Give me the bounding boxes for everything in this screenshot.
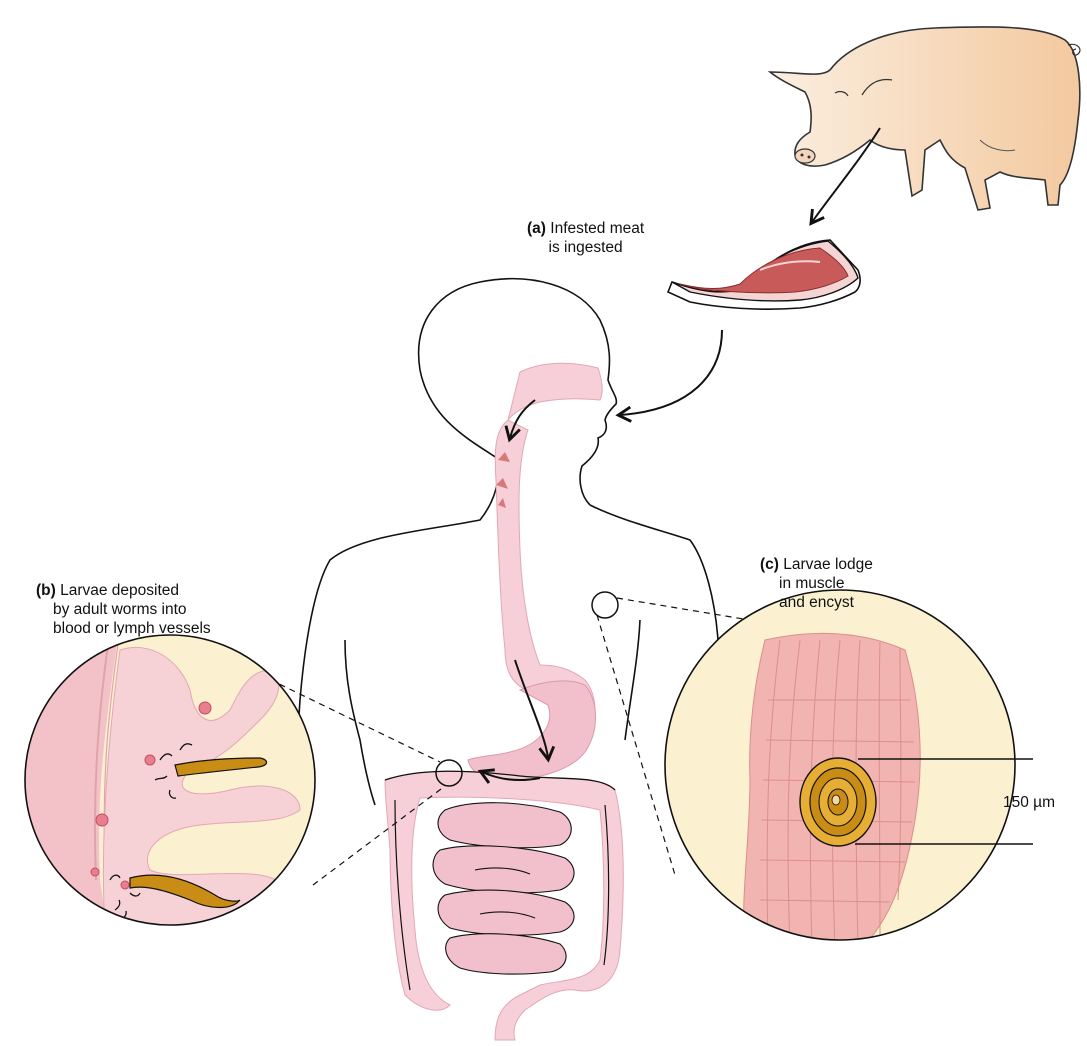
- label-a-line1: Infested meat: [550, 220, 644, 237]
- label-c-letter: (c): [760, 556, 779, 573]
- meat-icon: [668, 240, 860, 309]
- label-b: (b) Larvae deposited by adult worms into…: [36, 581, 211, 638]
- label-a-letter: (a): [527, 220, 546, 237]
- label-a-line2: is ingested: [527, 238, 644, 257]
- pig-icon: [770, 27, 1080, 210]
- cyst-icon: [800, 758, 876, 846]
- label-b-line2: by adult worms into: [36, 600, 211, 619]
- label-b-line1: Larvae deposited: [60, 582, 179, 599]
- inset-intestinal-wall: [20, 620, 315, 1000]
- digestive-tract: [385, 363, 623, 1040]
- label-c-line3: and encyst: [760, 593, 873, 612]
- inset-muscle-cyst: [665, 590, 1015, 956]
- label-a: (a) Infested meat is ingested: [527, 219, 644, 257]
- scale-label: 150 µm: [1003, 793, 1055, 812]
- label-b-line3: blood or lymph vessels: [36, 619, 211, 638]
- label-c: (c) Larvae lodge in muscle and encyst: [760, 555, 873, 612]
- label-b-letter: (b): [36, 582, 56, 599]
- label-c-line1: Larvae lodge: [783, 556, 873, 573]
- label-c-line2: in muscle: [760, 574, 873, 593]
